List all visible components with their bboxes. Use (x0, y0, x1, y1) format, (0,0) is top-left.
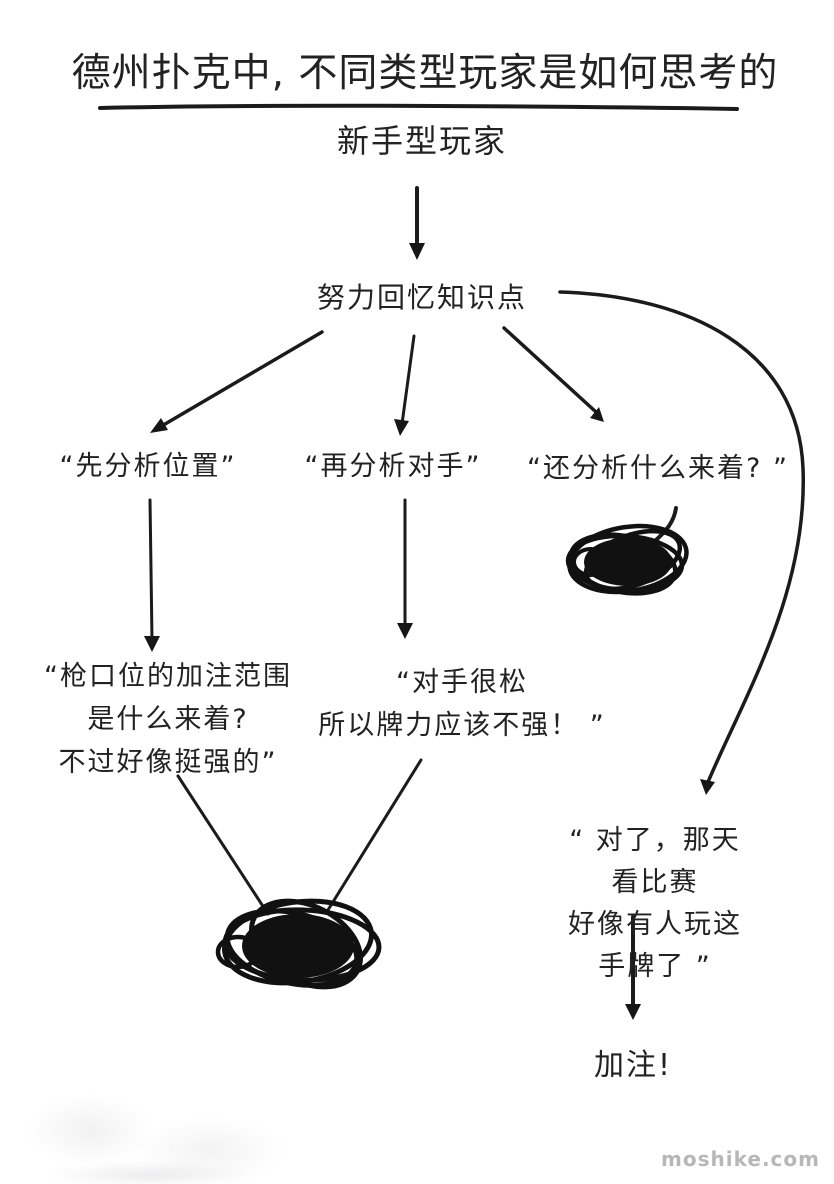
flow-arrow-branch1-to-thought (148, 498, 154, 642)
thought-line: 是什么来着? (87, 704, 249, 735)
arrowhead (590, 407, 604, 422)
flow-arrow-root-to-branch2 (400, 334, 416, 426)
arrowhead (144, 636, 160, 652)
player-type-heading: 新手型玩家 (336, 122, 508, 160)
title-underline (98, 103, 739, 111)
arrowhead (409, 243, 425, 260)
arrowhead (625, 1004, 641, 1020)
thought-opponent-loose: “对手很松 所以牌力应该不强！ ” (318, 661, 606, 747)
large-scribble-blob-icon (215, 898, 382, 990)
thought-line: “对手很松 (395, 667, 528, 698)
node-analyze-position: “先分析位置” (59, 451, 237, 482)
thought-line: 不过好像挺强的” (58, 747, 278, 778)
thought-line: “枪口位的加注范围 (44, 661, 292, 692)
small-scribble-blob-icon (565, 523, 689, 596)
thought-line: 好像有人玩这手牌了 ” (568, 909, 742, 982)
flow-arrow-root-to-branch3 (502, 326, 598, 414)
node-recall-knowledge: 努力回忆知识点 (316, 281, 528, 314)
node-final-action-raise: 加注! (593, 1048, 673, 1083)
arrowhead (700, 779, 715, 795)
thought-utg-raise-range: “枪口位的加注范围 是什么来着? 不过好像挺强的” (44, 655, 292, 784)
node-analyze-opponent: “再分析对手” (304, 451, 482, 482)
flow-line-thought2-to-scribble (326, 758, 423, 912)
thought-line: “ 对了，那天看比赛 (569, 825, 741, 898)
page-title: 德州扑克中, 不同类型玩家是如何思考的 (71, 51, 779, 96)
paper-bleedthrough-smudge (0, 1040, 300, 1184)
arrowhead (150, 418, 168, 433)
thought-line: 所以牌力应该不强！ ” (318, 710, 606, 741)
thought-saw-it-on-tv: “ 对了，那天看比赛 好像有人玩这手牌了 ” (566, 820, 745, 988)
flow-line-thought1-to-scribble (176, 774, 270, 916)
arrowhead (394, 419, 409, 436)
small-scribble-tail (654, 506, 678, 542)
flow-arrow-root-to-branch1 (158, 330, 324, 429)
flow-arrow-root-to-memory (558, 290, 805, 784)
arrowhead (397, 623, 413, 639)
node-analyze-what-else: “还分析什么来着? ” (527, 453, 789, 484)
site-watermark: moshike.com (661, 1147, 820, 1171)
